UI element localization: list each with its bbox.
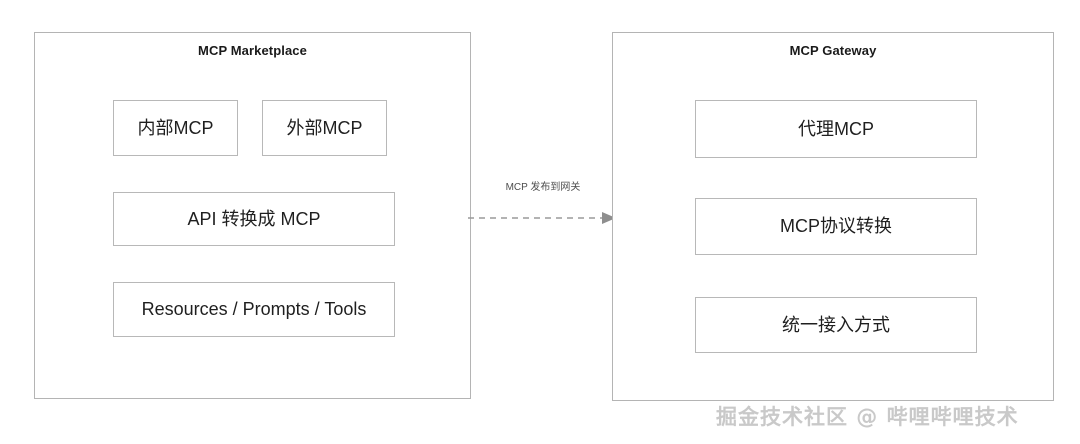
connector-label: MCP 发布到网关 bbox=[505, 182, 581, 193]
node-label-api-to-mcp: API 转换成 MCP bbox=[187, 208, 321, 229]
node-label-proxy-mcp: 代理MCP bbox=[798, 118, 874, 139]
node-label-mcp-protocol-conversion: MCP协议转换 bbox=[780, 216, 892, 237]
group-title-mcp-gateway: MCP Gateway bbox=[789, 43, 877, 58]
group-title-mcp-marketplace: MCP Marketplace bbox=[198, 43, 307, 58]
watermark-text: 掘金技术社区 @ 哔哩哔哩技术 bbox=[716, 405, 1019, 429]
node-label-unified-access: 统一接入方式 bbox=[782, 314, 890, 335]
node-mcp-protocol-conversion: MCP协议转换 bbox=[695, 198, 977, 255]
node-unified-access: 统一接入方式 bbox=[695, 297, 977, 353]
node-proxy-mcp: 代理MCP bbox=[695, 100, 977, 158]
node-external-mcp: 外部MCP bbox=[262, 100, 387, 156]
node-internal-mcp: 内部MCP bbox=[113, 100, 238, 156]
connector-marketplace-to-gateway: MCP 发布到网关 bbox=[466, 178, 620, 230]
node-api-to-mcp: API 转换成 MCP bbox=[113, 192, 395, 246]
node-label-external-mcp: 外部MCP bbox=[286, 117, 363, 138]
node-label-internal-mcp: 内部MCP bbox=[137, 117, 214, 138]
node-label-resources-prompts-tools: Resources / Prompts / Tools bbox=[141, 299, 367, 320]
node-resources-prompts-tools: Resources / Prompts / Tools bbox=[113, 282, 395, 337]
dashed-arrow-icon bbox=[468, 212, 616, 224]
